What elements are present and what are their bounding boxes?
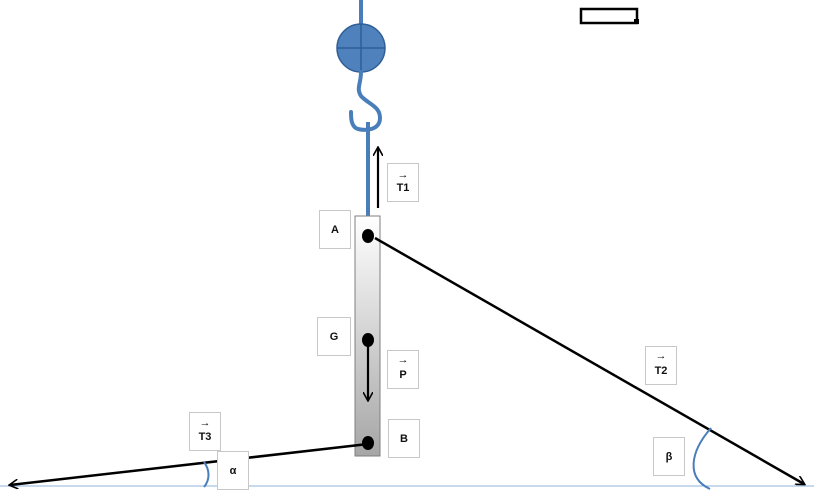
label-a: A (319, 210, 351, 249)
label-b-text: B (400, 432, 408, 445)
hook-icon (349, 70, 383, 132)
label-beta-text: β (665, 450, 673, 463)
label-t1: → T1 (387, 163, 419, 202)
cable-t3 (10, 442, 369, 485)
label-alpha: α (217, 451, 249, 490)
label-alpha-text: α (229, 464, 237, 477)
label-t2: → T2 (645, 346, 677, 385)
indicator-box (579, 7, 639, 25)
point-b (362, 436, 374, 450)
pulley-icon (336, 23, 386, 73)
cable-t2 (374, 236, 804, 484)
label-b: B (388, 419, 420, 458)
vector-arrow-icon: → (655, 350, 667, 362)
label-t3-text: T3 (198, 431, 212, 443)
label-g-text: G (329, 330, 339, 343)
point-a (362, 229, 374, 243)
label-p: → P (387, 350, 419, 389)
label-t1-text: T1 (396, 182, 410, 194)
label-g: G (317, 317, 351, 356)
label-p-text: P (399, 369, 407, 381)
vector-arrow-icon: → (199, 417, 211, 429)
vector-arrow-icon: → (397, 354, 409, 366)
indicator-box-handle (634, 19, 639, 24)
angle-arc-beta (692, 427, 712, 490)
label-t2-text: T2 (654, 365, 668, 377)
vector-arrow-icon: → (397, 169, 409, 181)
point-g (362, 333, 374, 347)
label-beta: β (653, 437, 685, 476)
label-t3: → T3 (189, 412, 221, 451)
label-a-text: A (331, 223, 339, 236)
angle-arc-alpha (203, 461, 210, 488)
